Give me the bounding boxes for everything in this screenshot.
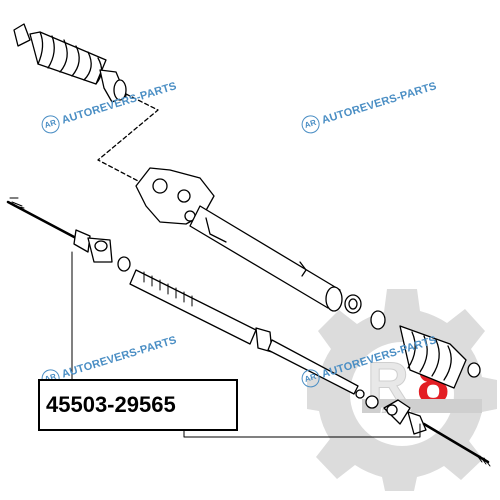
part-number: 45503-29565 <box>46 392 176 417</box>
rack-bar <box>129 269 365 399</box>
callout-leader-right <box>183 423 421 438</box>
leader-line-dashed <box>97 93 159 183</box>
bellows-boot-right <box>370 310 481 389</box>
rack-housing <box>135 167 362 314</box>
part-number-box: 45503-29565 <box>38 379 238 431</box>
tie-rod-right <box>365 395 491 467</box>
bellows-boot-top <box>13 23 127 103</box>
tie-rod-left <box>6 197 131 272</box>
